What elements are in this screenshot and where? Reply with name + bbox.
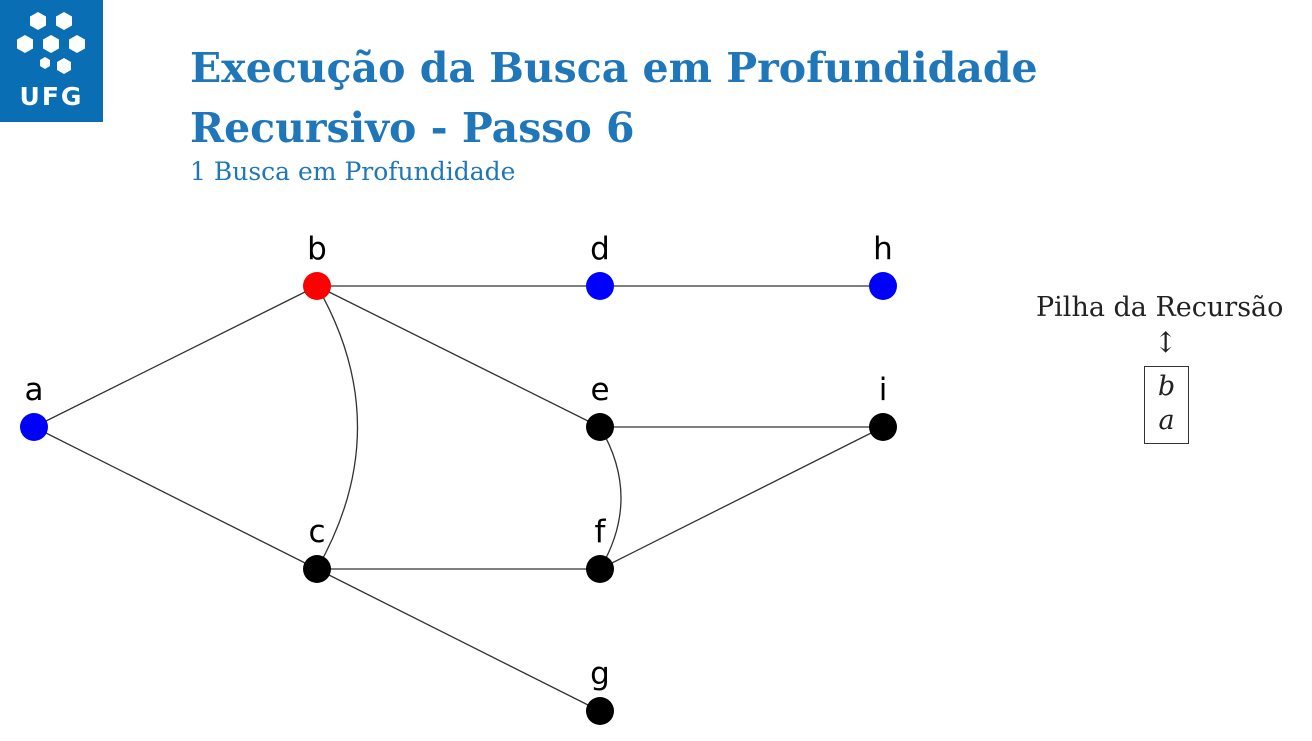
edge-a-b — [33, 285, 318, 428]
node-h: h — [869, 231, 897, 300]
stack-item: b — [1157, 371, 1176, 402]
node-label: g — [590, 656, 610, 692]
up-down-arrow-icon: ↕ — [1154, 326, 1178, 359]
node-label: i — [879, 372, 888, 408]
node-label: a — [25, 372, 44, 408]
node-label: f — [595, 514, 607, 550]
node-label: h — [873, 231, 893, 267]
graph-diagram: a b c d e f g h i — [20, 231, 897, 725]
node-circle — [586, 272, 614, 300]
node-circle — [869, 272, 897, 300]
edge-a-c — [33, 426, 318, 570]
edges — [33, 285, 884, 712]
edge-b-e — [316, 285, 601, 428]
node-circle — [586, 697, 614, 725]
node-label: b — [307, 231, 327, 267]
stack-item: a — [1158, 405, 1175, 436]
node-a: a — [20, 372, 48, 441]
edge-e-f — [599, 426, 622, 570]
node-label: c — [308, 514, 325, 550]
page-title-line2: Recursivo - Passo 6 — [190, 104, 635, 152]
logo-text: UFG — [19, 82, 84, 111]
node-circle — [586, 413, 614, 441]
page-title-line1: Execução da Busca em Profundidade — [190, 44, 1038, 92]
node-b: b — [303, 231, 331, 300]
hexagon-cluster-icon — [17, 12, 85, 74]
edge-c-g — [316, 568, 601, 712]
node-label: e — [590, 372, 609, 408]
section-subtitle: 1 Busca em Profundidade — [190, 157, 516, 186]
recursion-stack: b a — [1144, 366, 1189, 444]
edge-f-i — [599, 426, 884, 570]
node-circle — [20, 413, 48, 441]
node-circle — [303, 555, 331, 583]
node-f: f — [586, 514, 614, 583]
node-c: c — [303, 514, 331, 583]
node-label: d — [590, 231, 610, 267]
node-circle — [869, 413, 897, 441]
ufg-logo: UFG — [0, 0, 103, 122]
node-i: i — [869, 372, 897, 441]
node-circle — [586, 555, 614, 583]
stack-caption: Pilha da Recursão — [1036, 292, 1284, 323]
node-circle — [303, 272, 331, 300]
node-d: d — [586, 231, 614, 300]
node-g: g — [586, 656, 614, 725]
node-e: e — [586, 372, 614, 441]
edge-b-c — [316, 285, 359, 570]
